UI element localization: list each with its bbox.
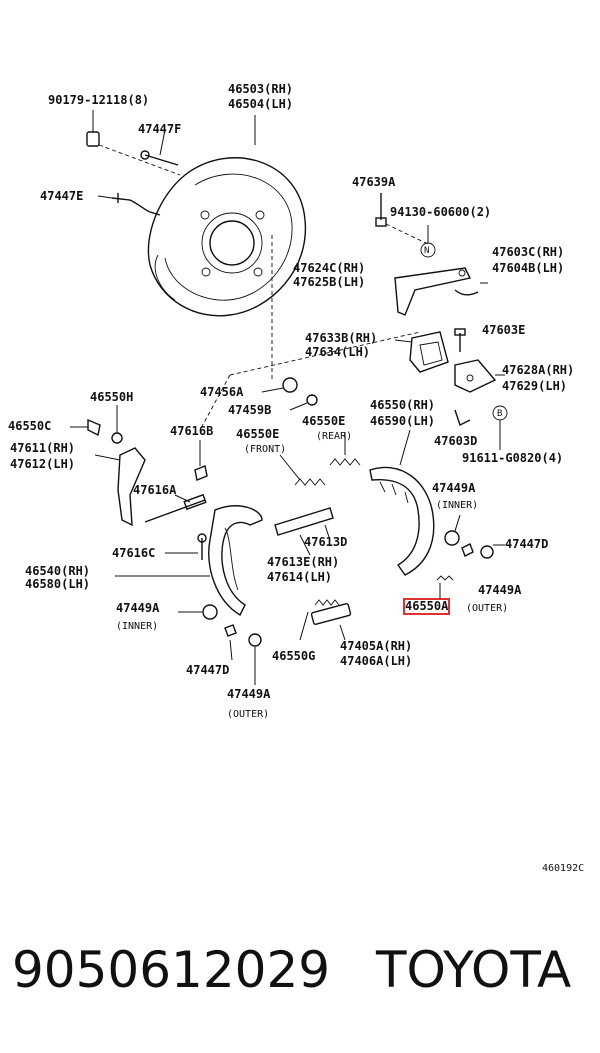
label-47603e: 47603E (482, 323, 526, 337)
pin-47603e (454, 328, 466, 352)
label-47613e-rh: 47613E(RH) (267, 555, 340, 569)
label-47629-lh: 47629(LH) (502, 379, 568, 393)
label-91611-g0820: 91611-G0820(4) (462, 451, 564, 465)
label-47449a-inner-left: 47449A (116, 601, 160, 615)
label-47459b: 47459B (228, 403, 272, 417)
label-47405a-rh: 47405A(RH) (340, 639, 413, 653)
bolt-47447f (140, 129, 179, 166)
label-46550a-highlighted[interactable]: 46550A (402, 598, 451, 615)
label-46550h: 46550H (90, 390, 134, 404)
label-inner-right: (INNER) (436, 500, 479, 511)
label-46550-rh: 46550(RH) (370, 398, 436, 412)
strut-47613e (274, 507, 334, 556)
bracket-47447e (97, 193, 161, 216)
label-47614-lh: 47614(LH) (267, 570, 333, 584)
part-47616b (194, 440, 208, 481)
spring-47447d-right (461, 543, 505, 559)
pin-47449a-inner-left (178, 604, 218, 620)
spring-47447d-left (224, 624, 237, 661)
label-47447f: 47447F (138, 122, 182, 136)
lever-47611 (94, 447, 146, 527)
label-46550e-front: 46550E (236, 427, 280, 441)
label-47613d: 47613D (304, 535, 348, 549)
label-front: (FRONT) (244, 444, 287, 455)
label-46590-lh: 46590(LH) (370, 414, 436, 428)
label-94130-60600: 94130-60600(2) (390, 205, 492, 219)
brand-name: TOYOTA (376, 941, 572, 999)
label-47603c-rh: 47603C(RH) (492, 245, 565, 259)
parts-drawing (70, 110, 508, 685)
marker-b-letter: B (497, 409, 503, 419)
footer: 9050612029 TOYOTA (0, 935, 600, 1005)
label-47447d-right: 47447D (505, 537, 549, 551)
label-47604b-lh: 47604B(LH) (492, 261, 565, 275)
label-outer-right: (OUTER) (466, 603, 509, 614)
label-47633b-rh: 47633B(RH) (305, 331, 378, 345)
cylinder-47405a (310, 599, 352, 641)
pin-47449a-outer-left (248, 633, 262, 685)
part-47456a (261, 377, 318, 411)
spring-46550e-front (279, 454, 326, 486)
label-47616a: 47616A (133, 483, 177, 497)
label-47611-rh: 47611(RH) (10, 441, 76, 455)
boot-47633b (394, 331, 449, 373)
clip-46550c (70, 418, 101, 437)
spring-46550g (299, 611, 309, 641)
clip-46550h (111, 405, 123, 444)
label-47603d: 47603D (434, 434, 478, 448)
label-47456a: 47456A (200, 385, 244, 399)
label-diagram-code: 460192C (542, 863, 585, 874)
label-47634-lh: 47634(LH) (305, 345, 371, 359)
label-46504-lh: 46504(LH) (228, 97, 294, 111)
label-47612-lh: 47612(LH) (10, 457, 76, 471)
spring-46550a (436, 575, 454, 600)
part-number: 9050612029 (12, 941, 331, 999)
bolt-47639a (375, 193, 431, 246)
label-46550c: 46550C (8, 419, 52, 433)
label-47447e: 47447E (40, 189, 84, 203)
label-47447d-left: 47447D (186, 663, 230, 677)
marker-b (492, 405, 508, 450)
label-rear: (REAR) (316, 431, 353, 442)
label-47628a-rh: 47628A(RH) (502, 363, 575, 377)
label-46550g: 46550G (272, 649, 316, 663)
label-47616b: 47616B (170, 424, 214, 438)
marker-n-letter: N (424, 246, 430, 256)
label-47639a: 47639A (352, 175, 396, 189)
label-47406a-lh: 47406A(LH) (340, 654, 413, 668)
label-46540-rh: 46540(RH) (25, 564, 91, 578)
label-inner-left: (INNER) (116, 621, 159, 632)
lever-47624c (394, 267, 488, 316)
label-47449a-inner-right: 47449A (432, 481, 476, 495)
pin-47616c (165, 533, 207, 560)
label-outer-left: (OUTER) (227, 709, 270, 720)
shoe-46540 (115, 505, 263, 616)
label-47449a-outer-left: 47449A (227, 687, 271, 701)
label-46503-rh: 46503(RH) (228, 82, 294, 96)
bracket-47628a (454, 359, 505, 393)
pin-47449a-inner-right (444, 514, 461, 546)
marker-n (420, 225, 436, 258)
label-47625b-lh: 47625B(LH) (293, 275, 366, 289)
shoe-46550 (369, 429, 435, 576)
bolt-90179 (86, 110, 181, 176)
label-46580-lh: 46580(LH) (25, 577, 91, 591)
label-47616c: 47616C (112, 546, 156, 560)
label-47449a-outer-right: 47449A (478, 583, 522, 597)
clip-47603d (454, 409, 471, 426)
label-47624c-rh: 47624C(RH) (293, 261, 366, 275)
spring-46550e-rear (329, 432, 361, 466)
parts-diagram: 90179-12118(8) 46503(RH) 46504(LH) 47447… (8, 82, 585, 875)
adjuster-47616a (144, 493, 207, 523)
backing-plate (147, 157, 307, 317)
label-46550e-rear: 46550E (302, 414, 346, 428)
label-90179-12118: 90179-12118(8) (48, 93, 150, 107)
